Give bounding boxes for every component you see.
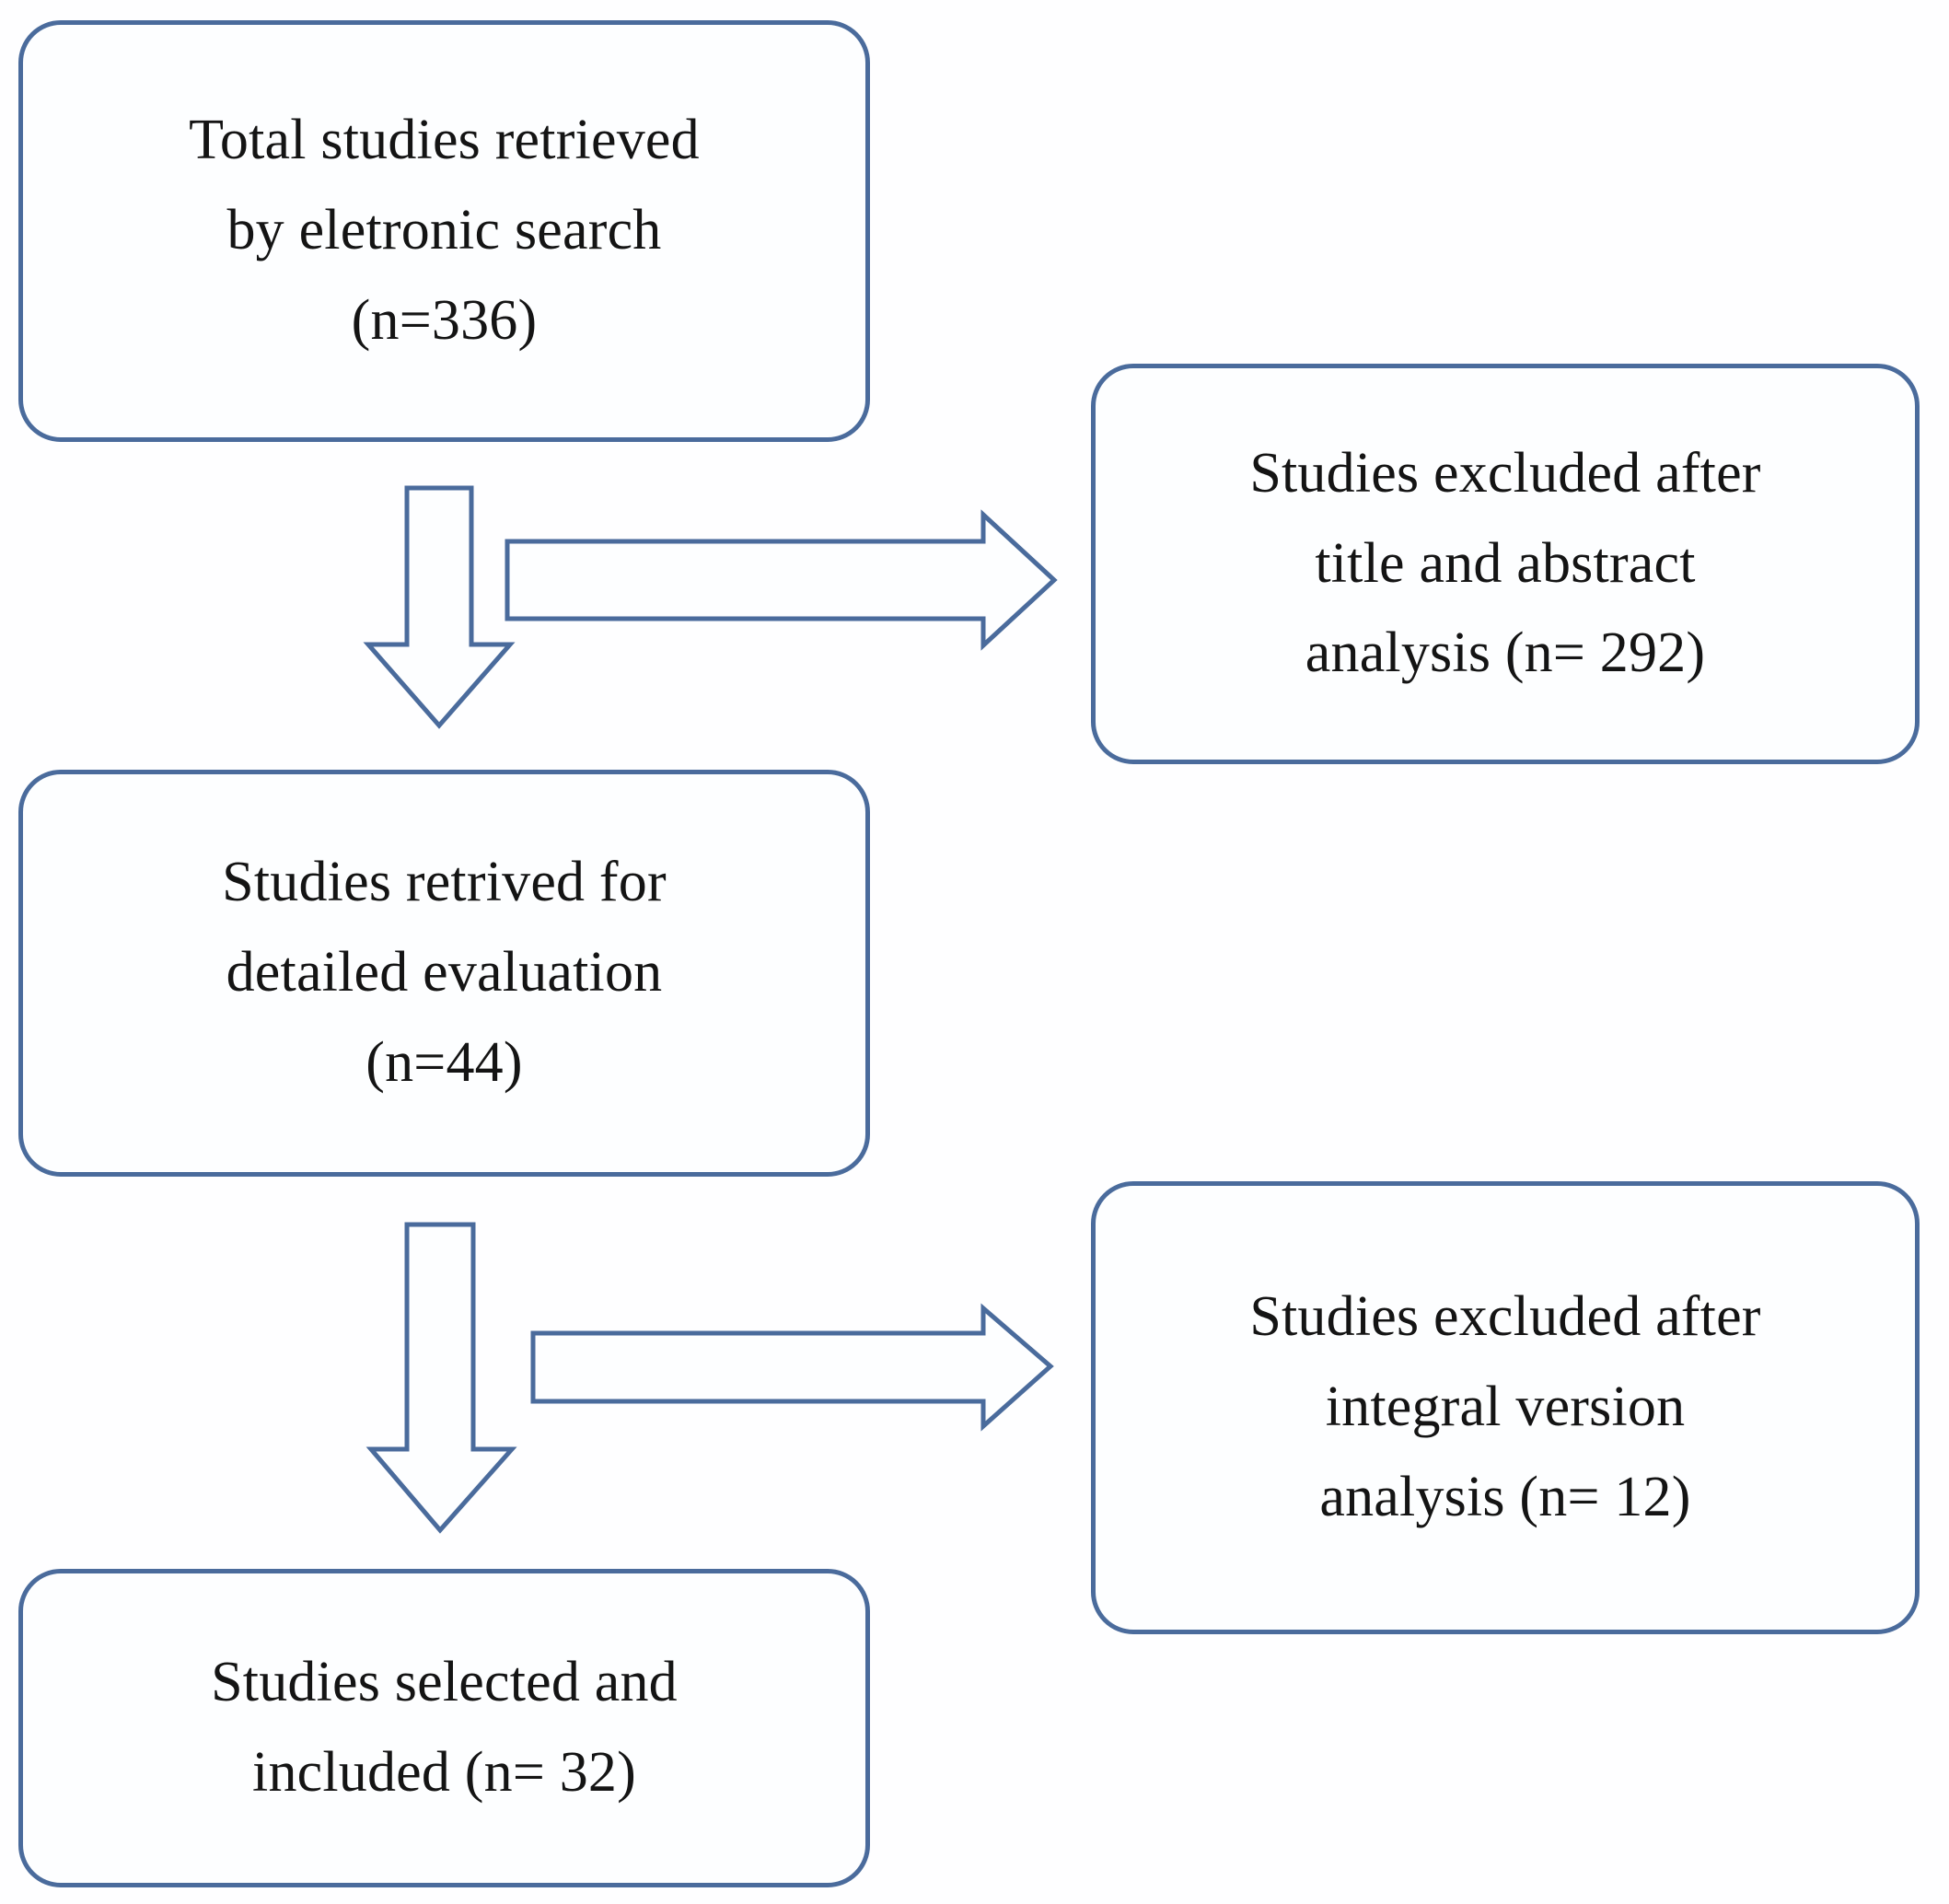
- flow-box-total-retrieved: Total studies retrieved by eletronic sea…: [18, 20, 870, 442]
- flow-box-line: (n=44): [365, 1030, 523, 1094]
- flow-box-line: title and abstract: [1315, 531, 1696, 595]
- arrow-down-icon: [363, 485, 516, 729]
- flow-box-line: by eletronic search: [226, 199, 662, 262]
- flow-box-line: integral version: [1325, 1376, 1686, 1439]
- flow-box-line: (n=336): [351, 288, 538, 352]
- flow-box-excluded-integral-version: Studies excluded after integral version …: [1091, 1181, 1920, 1634]
- flow-box-line: Studies excluded after: [1249, 441, 1761, 505]
- flow-box-line: included (n= 32): [252, 1741, 636, 1804]
- flow-box-line: analysis (n= 12): [1319, 1465, 1691, 1528]
- flow-box-excluded-title-abstract: Studies excluded after title and abstrac…: [1091, 364, 1920, 764]
- flow-box-line: Total studies retrieved: [189, 109, 700, 172]
- flow-box-line: Studies selected and: [211, 1651, 678, 1714]
- arrow-down-icon: [365, 1222, 517, 1534]
- flow-box-line: detailed evaluation: [226, 941, 663, 1004]
- flow-box-retrieved-detailed-evaluation: Studies retrived for detailed evaluation…: [18, 770, 870, 1177]
- flow-box-line: Studies excluded after: [1249, 1285, 1761, 1349]
- flow-box-line: analysis (n= 292): [1305, 621, 1706, 685]
- flow-box-selected-included: Studies selected and included (n= 32): [18, 1569, 870, 1887]
- arrow-right-icon: [505, 509, 1058, 651]
- arrow-right-icon: [530, 1303, 1054, 1432]
- flow-box-line: Studies retrived for: [222, 851, 667, 914]
